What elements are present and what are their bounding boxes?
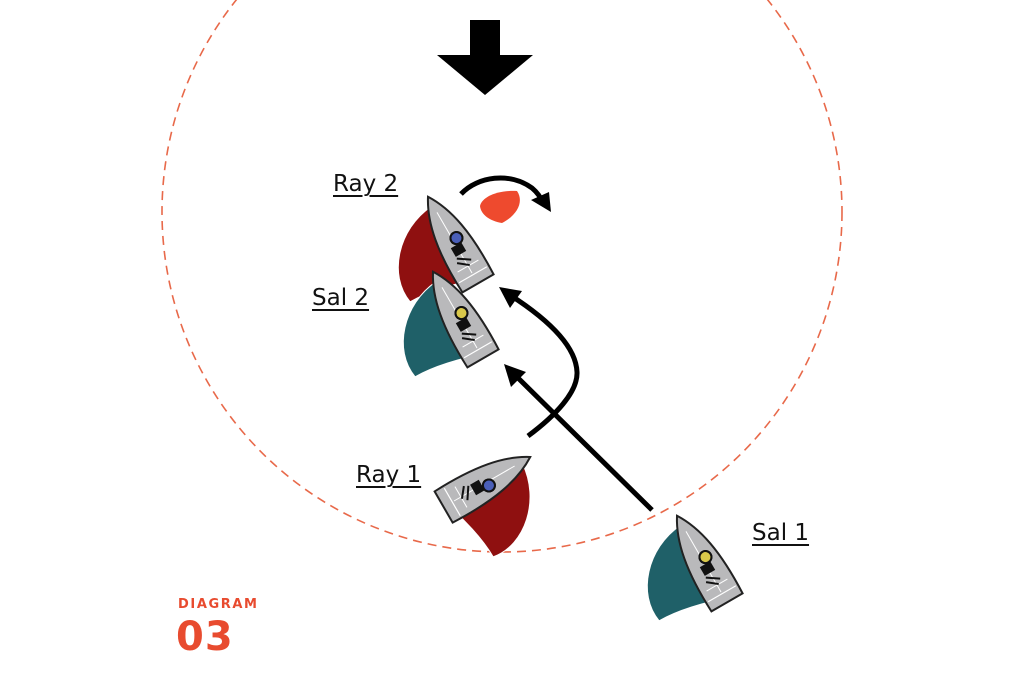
course-arrow-icon: [511, 371, 654, 512]
boat-label-ray-2: Ray 2: [333, 171, 399, 197]
course-arrowhead-icon: [504, 364, 526, 387]
boat-sal-1: [646, 505, 744, 622]
boat-ray-1: [433, 440, 541, 558]
diagram-heading-word: DIAGRAM: [178, 597, 259, 612]
wind-arrow-icon: [437, 20, 533, 95]
boat-label-sal-1: Sal 1: [752, 520, 810, 546]
boat-sal-2: [402, 261, 500, 378]
course-arrowhead-icon: [499, 287, 522, 308]
boat-label-sal-2: Sal 2: [312, 285, 370, 311]
boat-label-ray-1: Ray 1: [356, 462, 422, 488]
diagram-heading-number: 03: [176, 614, 234, 660]
mark-rounding-arrowhead-icon: [531, 192, 551, 212]
boat-ray-2: [397, 186, 495, 303]
course-arrow-icon: [508, 292, 580, 439]
mark-icon: [480, 190, 520, 223]
